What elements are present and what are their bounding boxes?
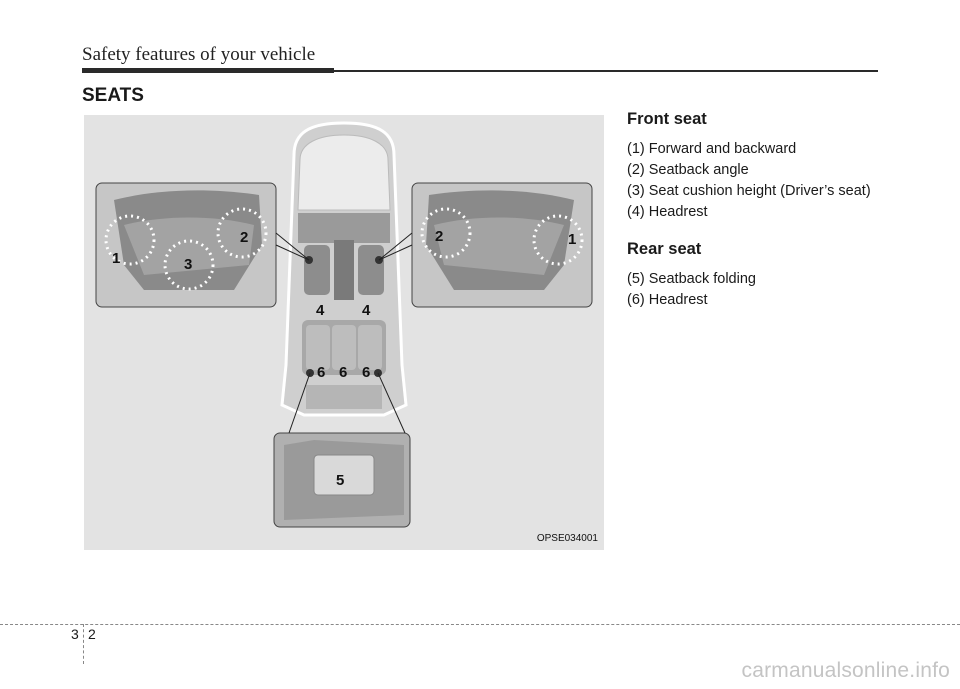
callout-2-right: 2 bbox=[435, 228, 443, 245]
callout-3: 3 bbox=[184, 256, 192, 273]
callout-5: 5 bbox=[336, 472, 344, 489]
seat-illustration: 1 2 3 2 1 4 4 5 6 6 6 OPSE034001 bbox=[84, 115, 604, 550]
passenger-seat-inset bbox=[378, 182, 593, 308]
page-number: 2 bbox=[88, 626, 96, 642]
rear-seat-item: (6) Headrest bbox=[627, 292, 708, 308]
section-title: SEATS bbox=[82, 85, 144, 106]
seat-diagram-svg: 1 2 3 2 1 4 4 5 6 6 6 bbox=[95, 121, 593, 528]
front-seat-item: (4) Headrest bbox=[627, 204, 708, 220]
callout-2-left: 2 bbox=[240, 229, 248, 246]
callout-labels: 1 2 3 2 1 4 4 5 6 6 6 bbox=[112, 228, 576, 489]
header-title: Safety features of your vehicle bbox=[82, 44, 316, 65]
header-divider-thick bbox=[82, 68, 334, 73]
callout-6-center: 6 bbox=[339, 364, 347, 381]
front-seat-heading: Front seat bbox=[627, 110, 707, 128]
callout-4-left: 4 bbox=[316, 302, 325, 319]
front-seat-item: (1) Forward and backward bbox=[627, 141, 797, 157]
callout-1-left: 1 bbox=[112, 250, 120, 267]
driver-seat-inset bbox=[95, 182, 310, 308]
rear-seat-item: (5) Seatback folding bbox=[627, 271, 756, 287]
front-seat-item: (2) Seatback angle bbox=[627, 162, 749, 178]
chapter-number: 3 bbox=[71, 626, 79, 642]
footer-divider bbox=[0, 624, 960, 625]
callout-1-right: 1 bbox=[568, 231, 576, 248]
figure-code: OPSE034001 bbox=[536, 533, 598, 544]
callout-6-left: 6 bbox=[317, 364, 325, 381]
header-divider-thin bbox=[334, 70, 878, 72]
seat-description: Front seat (1) Forward and backward (2) … bbox=[627, 110, 927, 311]
watermark: carmanualsonline.info bbox=[741, 659, 950, 682]
footer-page-divider bbox=[83, 624, 84, 664]
rear-seat-heading: Rear seat bbox=[627, 240, 702, 258]
front-seat-item: (3) Seat cushion height (Driver’s seat) bbox=[627, 183, 871, 199]
rear-seat-inset bbox=[273, 372, 411, 528]
callout-4-right: 4 bbox=[362, 302, 371, 319]
callout-6-right: 6 bbox=[362, 364, 370, 381]
car-top-view bbox=[280, 121, 408, 417]
